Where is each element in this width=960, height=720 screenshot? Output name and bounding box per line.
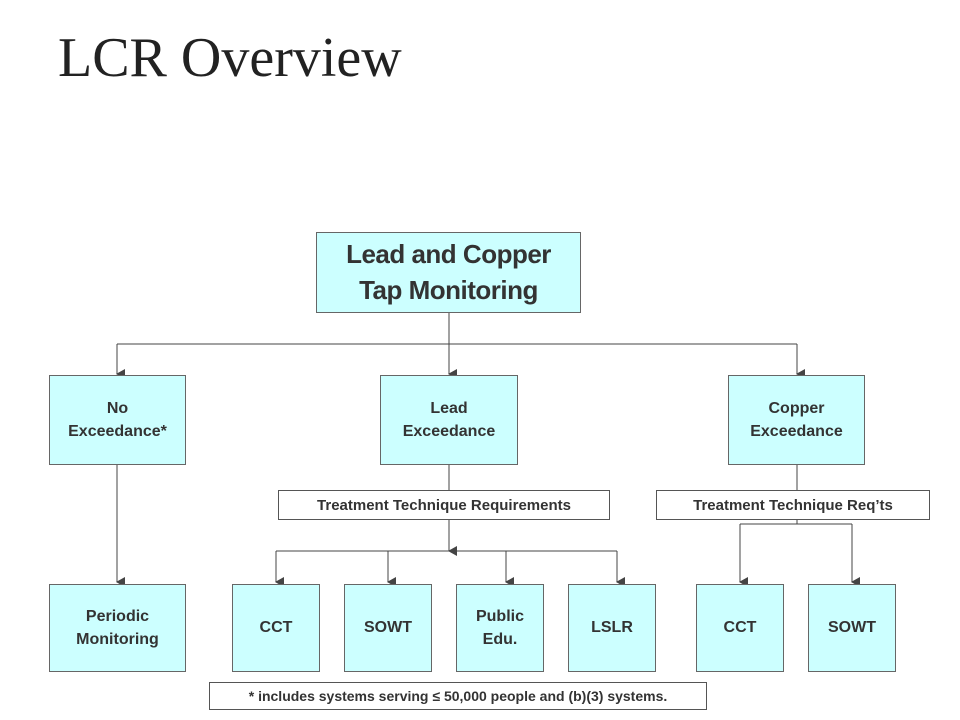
copper-treatment-label: Treatment Technique Req’ts [656,490,930,520]
node-periodic-monitoring: Periodic Monitoring [49,584,186,672]
node-lslr-label: LSLR [591,619,633,637]
node-lslr: LSLR [568,584,656,672]
node-lead-exceedance-label: Lead Exceedance [402,399,496,440]
node-lead-exceedance: Lead Exceedance [380,375,518,465]
page-title: LCR Overview [58,27,402,89]
lead-treatment-label: Treatment Technique Requirements [278,490,610,520]
node-copper-sowt: SOWT [808,584,896,672]
root-node-label: Lead and Copper Tap Monitoring [346,239,551,305]
node-periodic-monitoring-label: Periodic Monitoring [76,607,159,648]
node-copper-cct-label: CCT [723,619,757,637]
node-copper-exceedance-label: Copper Exceedance [750,399,843,440]
footnote: * includes systems serving ≤ 50,000 peop… [209,682,707,710]
node-no-exceedance-label: No Exceedance* [68,399,167,440]
node-lead-sowt-label: SOWT [364,619,412,637]
node-lead-cct-label: CCT [259,619,293,637]
node-copper-sowt-label: SOWT [828,619,876,637]
node-no-exceedance: No Exceedance* [49,375,186,465]
node-public-edu-label: Public Edu. [475,607,524,648]
node-lead-sowt: SOWT [344,584,432,672]
node-copper-cct: CCT [696,584,784,672]
root-node-tap-monitoring: Lead and Copper Tap Monitoring [316,232,581,313]
node-public-edu: Public Edu. [456,584,544,672]
node-copper-exceedance: Copper Exceedance [728,375,865,465]
node-lead-cct: CCT [232,584,320,672]
